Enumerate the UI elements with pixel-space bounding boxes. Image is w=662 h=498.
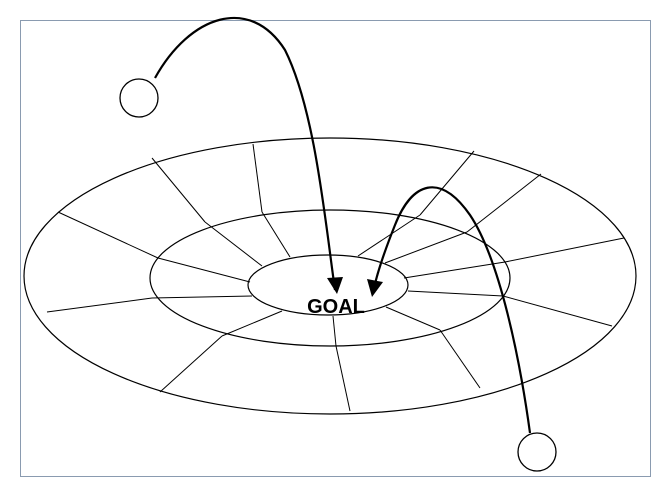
- inner-spokes: [151, 211, 506, 347]
- outer-ring: [23, 137, 637, 415]
- spoke-outer-10: [466, 173, 542, 233]
- spoke-inner-2: [204, 221, 263, 267]
- spoke-inner-4: [151, 295, 253, 299]
- inner-ring: [247, 254, 409, 316]
- trajectory-arrow-right: [372, 186, 532, 434]
- spoke-outer-5: [159, 335, 223, 393]
- spoke-inner-11: [357, 214, 421, 257]
- spoke-outer-7: [439, 329, 481, 389]
- arrowhead-left: [327, 277, 343, 294]
- arrowhead-right: [367, 279, 383, 297]
- spoke-inner-1: [261, 211, 291, 258]
- trajectory-arrow-left: [154, 16, 337, 291]
- spoke-outer-6: [335, 345, 351, 412]
- spoke-inner-6: [332, 315, 337, 347]
- spoke-outer-4: [46, 297, 153, 313]
- spoke-inner-8: [407, 290, 504, 297]
- middle-ring: [149, 209, 511, 347]
- start-node-left: [119, 78, 159, 118]
- outer-spokes: [46, 143, 625, 412]
- spoke-inner-5: [221, 310, 283, 337]
- spoke-inner-9: [403, 261, 506, 279]
- spoke-outer-2: [151, 157, 206, 223]
- diagram-border: [20, 20, 651, 477]
- spoke-outer-9: [504, 237, 625, 263]
- spoke-outer-1: [252, 143, 263, 213]
- spoke-outer-8: [502, 295, 613, 327]
- spoke-inner-7: [385, 306, 441, 331]
- spoke-outer-11: [419, 150, 475, 216]
- goal-label: GOAL: [307, 296, 365, 318]
- spoke-outer-3: [57, 211, 159, 259]
- spoke-inner-10: [384, 231, 468, 264]
- start-node-right: [517, 432, 557, 472]
- spoke-inner-3: [157, 257, 251, 283]
